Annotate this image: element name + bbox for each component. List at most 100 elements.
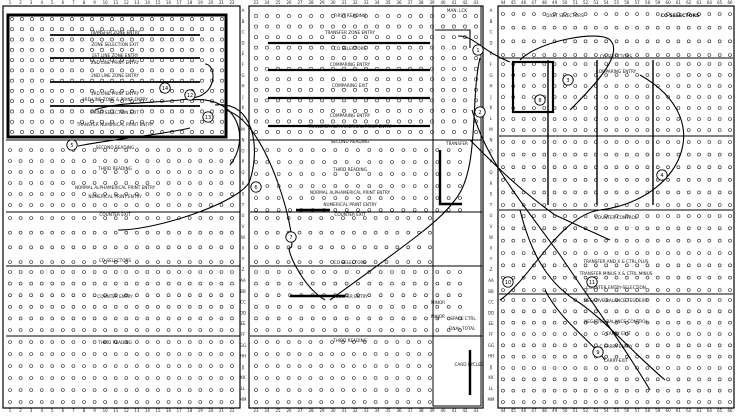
hub <box>386 45 390 50</box>
hub <box>198 148 203 152</box>
hub <box>100 47 104 52</box>
hub <box>50 181 55 185</box>
hub <box>187 260 192 264</box>
hub <box>319 364 324 368</box>
hub <box>463 130 467 134</box>
hub <box>625 95 629 99</box>
callout-number: 14 <box>162 86 168 92</box>
hub <box>583 388 588 393</box>
row-letter: JJ <box>489 364 492 369</box>
hub <box>552 320 557 325</box>
hub <box>645 53 650 57</box>
hub <box>29 181 33 185</box>
hub <box>344 184 349 188</box>
hub <box>124 181 129 185</box>
hub <box>308 340 313 344</box>
hub <box>583 178 588 182</box>
hub <box>254 130 258 134</box>
hub <box>424 160 428 164</box>
hub <box>130 109 134 114</box>
hub <box>320 77 324 82</box>
hub <box>275 340 280 344</box>
hub <box>430 98 434 103</box>
hub <box>707 226 712 231</box>
hub <box>625 62 629 66</box>
hub <box>82 340 86 344</box>
hub <box>635 320 639 325</box>
hub <box>655 128 660 132</box>
hub <box>308 388 313 392</box>
hub <box>230 400 234 404</box>
hub <box>686 366 691 370</box>
hub <box>166 230 171 235</box>
hub <box>265 196 270 200</box>
hub <box>511 12 516 16</box>
hub <box>308 260 313 264</box>
hub <box>80 99 84 104</box>
hub <box>717 128 722 132</box>
section-label: 1ST LINE ZONE ENTRY <box>92 53 139 58</box>
hub <box>532 332 536 336</box>
hub <box>452 87 456 92</box>
left-column-number: 12 <box>124 408 130 413</box>
hub <box>625 12 629 16</box>
hub <box>150 37 154 42</box>
hub <box>604 400 608 404</box>
mid-column-number: 37 <box>407 408 413 413</box>
hub <box>563 12 567 16</box>
hub <box>210 17 214 21</box>
hub <box>135 281 139 286</box>
right-column-number: 52 <box>583 0 589 5</box>
hub <box>39 181 44 185</box>
hub <box>542 320 547 325</box>
hub <box>135 148 139 152</box>
hub <box>406 340 411 344</box>
hub <box>594 238 598 243</box>
hub <box>373 340 378 344</box>
right-column-number: 57 <box>635 0 641 5</box>
right-column-number: 59 <box>655 0 661 5</box>
hub <box>676 140 681 144</box>
hub <box>219 364 224 368</box>
callout-number: 7 <box>289 235 292 241</box>
hub <box>563 214 567 218</box>
hub <box>406 388 411 392</box>
hub <box>424 293 428 298</box>
hub <box>209 230 213 235</box>
hub <box>474 66 478 71</box>
callout-number: 11 <box>589 280 595 286</box>
hub <box>501 117 505 121</box>
hub <box>309 45 313 50</box>
hub <box>265 293 270 298</box>
left-column-number: 1 <box>9 408 12 413</box>
hub <box>50 170 55 174</box>
hub <box>70 130 74 134</box>
hub <box>18 364 23 368</box>
hub <box>331 98 335 103</box>
hub <box>552 25 557 30</box>
hub <box>287 56 291 61</box>
hub <box>412 148 417 152</box>
hub <box>356 316 360 321</box>
hub <box>635 117 639 121</box>
hub <box>686 320 691 325</box>
hub <box>364 14 368 18</box>
hub <box>61 192 65 196</box>
hub <box>583 95 588 99</box>
hub <box>419 87 423 92</box>
hub <box>532 12 536 16</box>
hub <box>254 172 258 176</box>
hub <box>110 109 114 114</box>
hub <box>604 288 608 292</box>
hub <box>717 320 722 325</box>
hub <box>728 320 732 325</box>
hub <box>110 119 114 124</box>
hub <box>666 190 670 195</box>
hub <box>61 281 65 286</box>
left-column-number: 8 <box>83 408 86 413</box>
hub <box>140 17 144 21</box>
hub <box>686 12 691 16</box>
hub <box>331 87 335 92</box>
hub <box>728 366 732 370</box>
hub <box>135 216 139 220</box>
